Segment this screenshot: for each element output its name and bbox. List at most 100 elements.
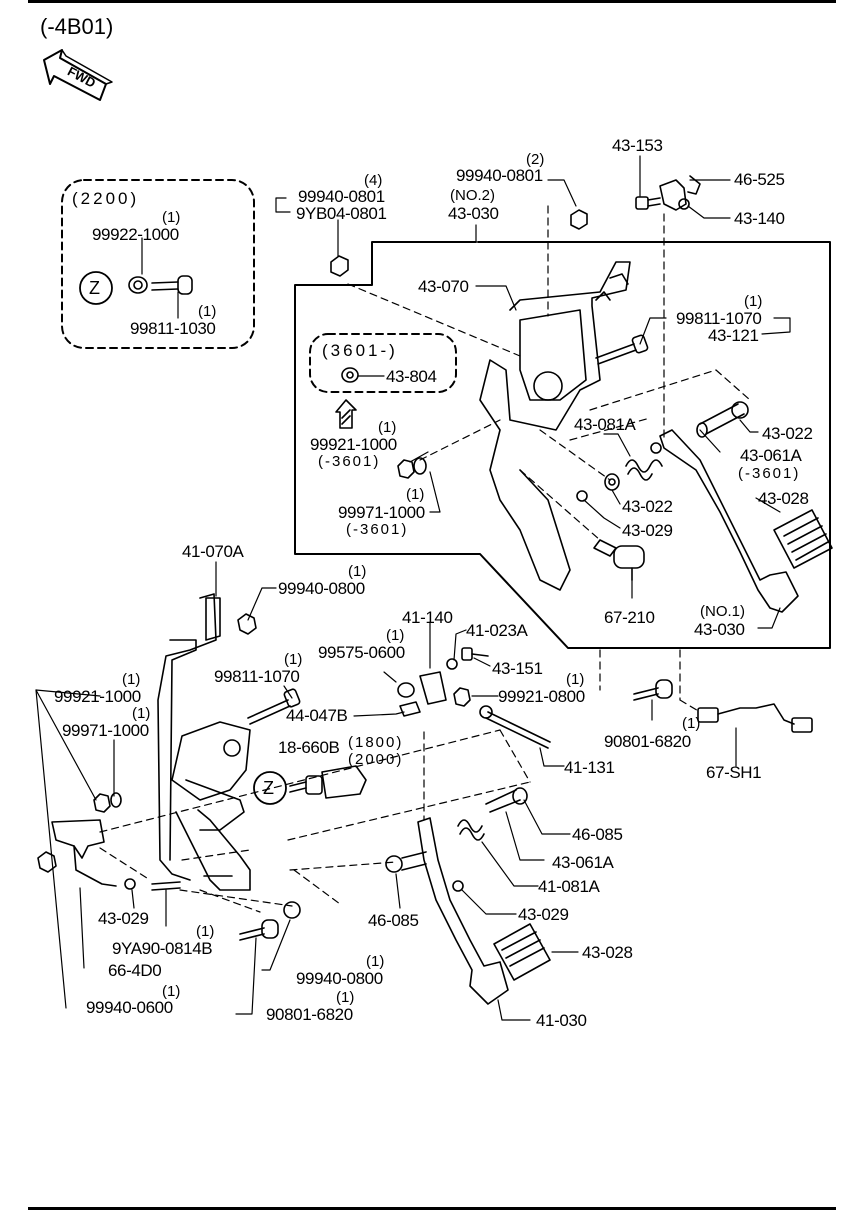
stopper-43-029-c-icon — [124, 878, 136, 890]
variant-range-2200: (2200) — [72, 189, 140, 208]
bolt-90801-6820-b-icon — [239, 919, 279, 941]
part-99575-0600: 99575-0600 — [318, 643, 405, 662]
fwd-arrow-icon: FWD — [43, 49, 113, 101]
part-99921-0800: 99921-0800 — [498, 687, 585, 706]
part-90801-6820-a: 90801-6820 — [604, 732, 691, 751]
pin-43-153-icon — [635, 196, 661, 210]
qty-90801-6820-a: (1) — [682, 715, 701, 732]
variant-box-2200 — [61, 179, 255, 349]
z-label-left: Z — [89, 278, 100, 298]
lower-dashed-lines — [99, 649, 701, 913]
pedal-arm-lower-left — [175, 809, 251, 891]
part-43-081A: 43-081A — [574, 415, 636, 434]
part-44-047B: 44-047B — [286, 706, 348, 725]
nut-99940-0800-b-icon — [283, 901, 301, 919]
part-43-061A-b: 43-061A — [552, 853, 614, 872]
part-43-022-a: 43-022 — [622, 497, 673, 516]
nut-99940-0801-b-icon — [570, 209, 588, 230]
part-99940-0600: 99940-0600 — [86, 998, 173, 1017]
part-43-153: 43-153 — [612, 136, 663, 155]
pin-41-023A-icon — [446, 658, 458, 670]
pin-43-151-icon — [461, 647, 489, 661]
part-99940-0800-a: 99940-0800 — [278, 579, 365, 598]
part-99971-1000-a: 99971-1000 — [338, 503, 425, 522]
pedal-41-030 — [417, 817, 509, 1005]
part-67-210: 67-210 — [604, 608, 655, 627]
bushing-43-022-b-icon — [731, 401, 749, 419]
part-43-028-b: 43-028 — [582, 943, 633, 962]
bolt-9YA90-0814B-icon — [151, 881, 181, 891]
nut-43-804-icon — [341, 367, 359, 383]
qty-18-660B-2000: (2000) — [348, 751, 404, 768]
part-43-030-top: 43-030 — [448, 204, 499, 223]
fwd-label: FWD — [65, 64, 98, 91]
lower-leader-lines — [35, 561, 737, 1021]
bolt-99811-1030-icon — [151, 275, 193, 295]
sensor-18-660B-icon — [289, 765, 367, 799]
part-41-030: 41-030 — [536, 1011, 587, 1030]
bolt-99811-1070-top-icon — [595, 334, 649, 365]
stopper-43-029-a-icon — [576, 490, 588, 502]
part-41-023A: 41-023A — [466, 621, 528, 640]
qty-99921-1000-b: (1) — [122, 671, 141, 688]
part-43-029-b: 43-029 — [518, 905, 569, 924]
qty-99940-0800-a: (1) — [348, 563, 367, 580]
harness-67-SH1-icon — [697, 703, 813, 733]
upper-dashed-lines — [347, 205, 751, 691]
part-43-029-c: 43-029 — [98, 909, 149, 928]
qty-99811-1070-a: (1) — [744, 293, 763, 310]
part-43-029-a: 43-029 — [622, 521, 673, 540]
qty-99940-0801-a: (4) — [364, 172, 383, 189]
qty-43-030-no2: (NO.2) — [450, 187, 495, 204]
part-43-030-bot: 43-030 — [694, 620, 745, 639]
bracket-66-4D0 — [37, 819, 117, 887]
qty-9YA90-0814B: (1) — [196, 923, 215, 940]
part-46-525: 46-525 — [734, 170, 785, 189]
qty-99940-0600: (1) — [162, 983, 181, 1000]
qty-18-660B-1800: (1800) — [348, 734, 404, 751]
qty-99811-1030: (1) — [198, 303, 217, 320]
part-41-140: 41-140 — [402, 608, 453, 627]
qty-99575-0600: (1) — [386, 627, 405, 644]
bracket-43-070 — [479, 261, 631, 591]
part-99940-0801-a: 99940-0801 — [298, 187, 385, 206]
part-43-070: 43-070 — [418, 277, 469, 296]
part-43-061A-a: 43-061A — [740, 446, 802, 465]
part-99921-1000-b: 99921-1000 — [54, 687, 141, 706]
switch-67-210-icon — [593, 539, 645, 581]
nut-washer-top-icon — [397, 457, 427, 479]
pedal-pad-43-028-a — [773, 509, 833, 569]
qty-99940-0801-b: (2) — [526, 151, 545, 168]
z-bubble-right — [253, 771, 287, 805]
part-99811-1030: 99811-1030 — [130, 319, 216, 338]
qty-99921-1000-a: (1) — [378, 419, 397, 436]
serial-43-061A-a: (-3601) — [738, 465, 801, 482]
clevis-43-140-icon — [659, 175, 701, 211]
part-99921-1000-a: 99921-1000 — [310, 435, 397, 454]
part-67-SH1: 67-SH1 — [706, 763, 762, 782]
part-43-804: 43-804 — [386, 367, 437, 386]
part-43-151: 43-151 — [492, 659, 543, 678]
part-90801-6820-b: 90801-6820 — [266, 1005, 353, 1024]
pedal-43-030-no1 — [650, 429, 799, 613]
bush-46-085-a-icon — [512, 787, 528, 805]
qty-99940-0800-b: (1) — [366, 953, 385, 970]
page-title: (-4B01) — [40, 14, 114, 39]
bush-43-061A-icon — [696, 403, 745, 438]
z-bubble-left — [79, 271, 113, 305]
part-43-121: 43-121 — [708, 326, 759, 345]
nut-99940-0801-icon — [330, 255, 349, 277]
part-99971-1000-b: 99971-1000 — [62, 721, 149, 740]
hatched-arrow-icon — [335, 399, 357, 429]
part-43-028-a: 43-028 — [758, 489, 809, 508]
part-41-131: 41-131 — [564, 758, 615, 777]
detail-box-outline — [294, 241, 831, 649]
part-9YA90-0814B: 9YA90-0814B — [112, 939, 213, 958]
pedal-pad-43-028-b — [493, 923, 551, 981]
bolt-90801-6820-a-icon — [633, 679, 673, 701]
part-41-070A: 41-070A — [182, 542, 244, 561]
part-18-660B: 18-660B — [278, 738, 340, 757]
nut-washer-lower-icon — [93, 792, 122, 813]
part-43-022-b: 43-022 — [762, 424, 813, 443]
